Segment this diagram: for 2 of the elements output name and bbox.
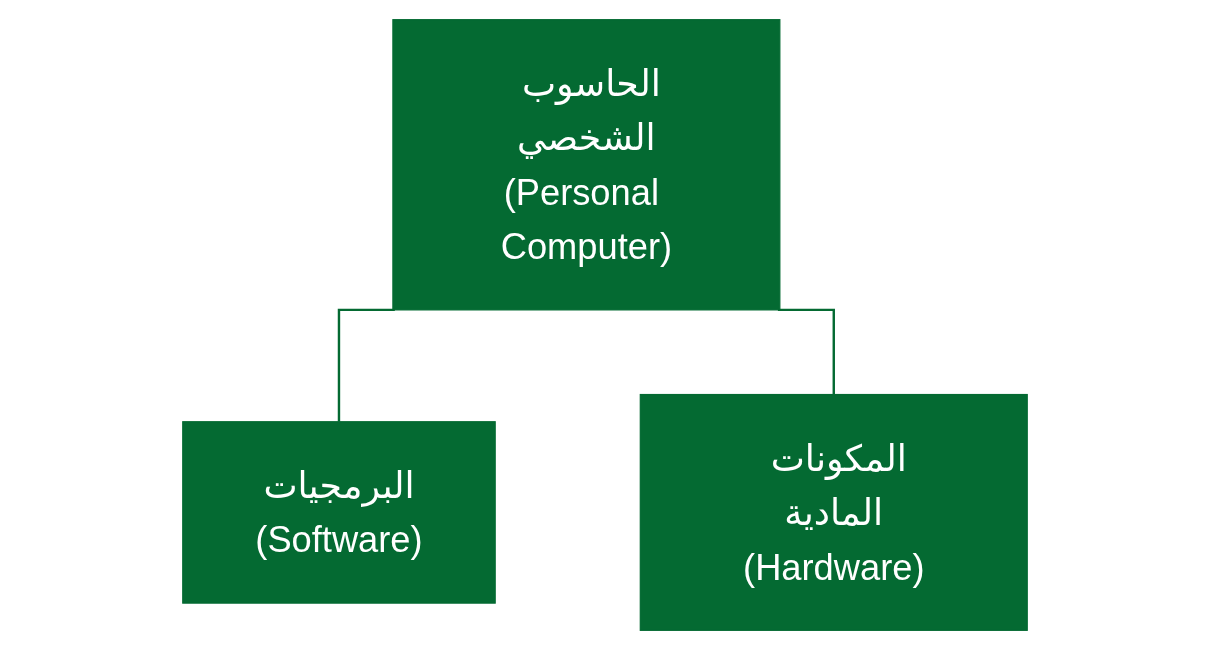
connector (777, 308, 835, 395)
connector (337, 308, 395, 422)
